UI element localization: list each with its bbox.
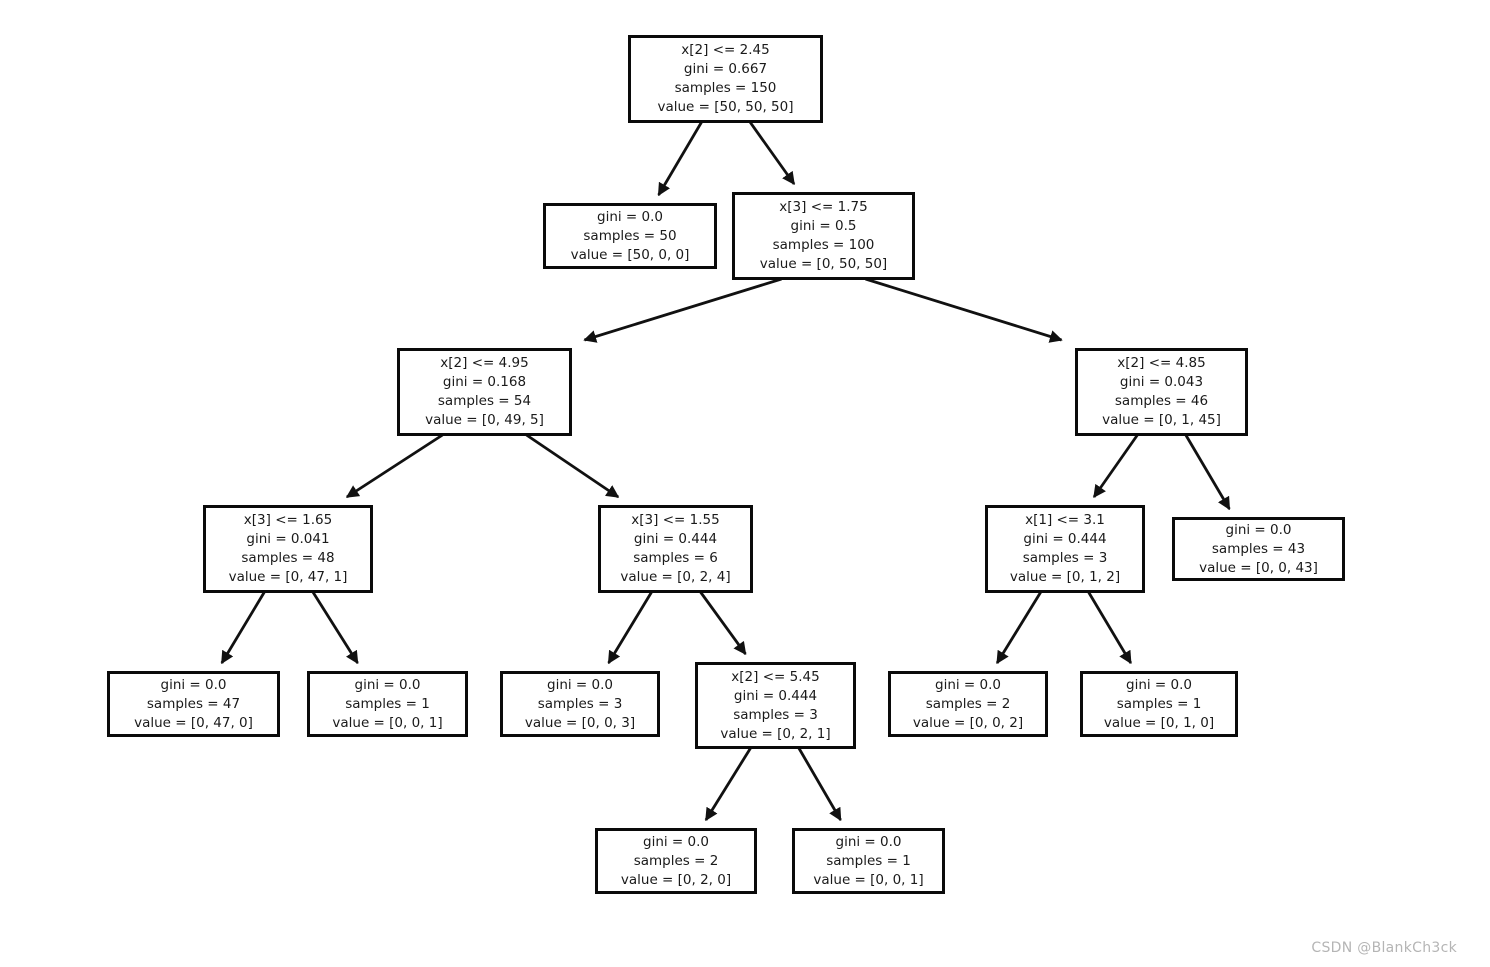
node-text-line: x[3] <= 1.55 — [631, 512, 720, 528]
node-text-line: samples = 1 — [1116, 695, 1202, 712]
tree-edge-n3-n6 — [525, 433, 620, 499]
node-text-line: x[2] <= 5.45 — [731, 668, 820, 685]
node-text-line: gini = 0.444 — [1023, 531, 1107, 547]
tree-node-n16: gini = 0.0 samples = 1 value = [0, 0, 1] — [792, 828, 945, 894]
node-text-line: gini = 0.0 — [1225, 521, 1292, 538]
tree-node-n0: x[2] <= 2.45 gini = 0.667 samples = 150 val… — [628, 35, 823, 123]
node-text-line: samples = 46 — [1114, 393, 1209, 409]
node-text-line: x[2] <= 4.85 — [1117, 355, 1206, 371]
node-text-line: gini = 0.0 — [835, 833, 902, 850]
node-text-line: gini = 0.0 — [935, 676, 1001, 693]
tree-node-n3: x[2] <= 4.95 gini = 0.168 samples = 54 valu… — [397, 348, 572, 436]
tree-edge-n2-n3 — [583, 277, 782, 343]
tree-edge-n0-n1 — [657, 121, 703, 197]
node-text-line: x[2] <= 2.45 — [681, 42, 770, 58]
node-text-line: value = [0, 0, 2] — [912, 714, 1024, 731]
tree-edge-n4-n8 — [1184, 434, 1231, 511]
node-text-line: gini = 0.041 — [246, 531, 330, 547]
tree-node-n4: x[2] <= 4.85 gini = 0.043 samples = 46 valu… — [1075, 348, 1248, 436]
node-text-line: value = [0, 1, 2] — [1009, 569, 1121, 585]
watermark-text: CSDN @BlankCh3ck — [1311, 940, 1457, 956]
tree-node-n11: gini = 0.0 samples = 3 value = [0, 0, 3] — [500, 671, 660, 737]
node-text-line: gini = 0.667 — [683, 61, 768, 77]
tree-node-n8: gini = 0.0 samples = 43 value = [0, 0, 43] — [1172, 517, 1345, 581]
node-text-line: samples = 2 — [925, 695, 1011, 712]
node-text-line: gini = 0.5 — [790, 218, 857, 234]
node-text-line: x[3] <= 1.75 — [779, 199, 868, 215]
node-text-line: gini = 0.0 — [354, 676, 421, 693]
node-text-line: gini = 0.444 — [633, 531, 718, 547]
node-text-line: samples = 54 — [437, 393, 532, 409]
tree-edge-n7-n14 — [1087, 591, 1133, 665]
node-text-line: value = [0, 49, 5] — [425, 412, 544, 428]
tree-node-n12: x[2] <= 5.45 gini = 0.444 samples = 3 value… — [695, 662, 856, 749]
node-text-line: samples = 100 — [772, 237, 875, 253]
tree-edge-n12-n16 — [797, 747, 842, 822]
tree-node-n7: x[1] <= 3.1 gini = 0.444 samples = 3 value … — [985, 505, 1145, 593]
node-text-line: value = [50, 50, 50] — [657, 99, 794, 115]
tree-node-n5: x[3] <= 1.65 gini = 0.041 samples = 48 valu… — [203, 505, 373, 593]
node-text-line: x[3] <= 1.65 — [243, 512, 333, 528]
tree-node-n1: gini = 0.0 samples = 50 value = [50, 0, 0] — [543, 203, 717, 269]
node-text-line: gini = 0.0 — [597, 208, 663, 225]
node-text-line: value = [0, 1, 0] — [1103, 714, 1215, 731]
node-text-line: value = [0, 2, 0] — [620, 871, 732, 888]
node-text-line: gini = 0.168 — [442, 374, 527, 390]
node-text-line: value = [0, 1, 45] — [1102, 412, 1221, 428]
node-text-line: gini = 0.0 — [160, 676, 227, 693]
tree-edge-n5-n10 — [311, 591, 359, 665]
tree-edge-n6-n11 — [607, 591, 653, 665]
tree-node-n15: gini = 0.0 samples = 2 value = [0, 2, 0] — [595, 828, 757, 894]
tree-edge-n4-n7 — [1092, 434, 1139, 499]
tree-edge-n5-n9 — [220, 591, 266, 665]
node-text-line: value = [0, 47, 0] — [134, 714, 253, 731]
node-text-line: value = [0, 0, 1] — [813, 871, 924, 888]
node-text-line: samples = 150 — [674, 80, 777, 96]
node-text-line: gini = 0.0 — [643, 833, 709, 850]
node-text-line: value = [0, 2, 4] — [620, 569, 731, 585]
node-text-line: value = [50, 0, 0] — [570, 246, 690, 263]
tree-node-n9: gini = 0.0 samples = 47 value = [0, 47, 0] — [107, 671, 280, 737]
node-text-line: samples = 2 — [633, 852, 719, 869]
node-text-line: gini = 0.444 — [733, 687, 818, 704]
tree-edge-n12-n15 — [704, 747, 752, 822]
node-text-line: samples = 3 — [733, 706, 818, 723]
node-text-line: x[1] <= 3.1 — [1025, 512, 1105, 528]
node-text-line: gini = 0.0 — [1126, 676, 1192, 693]
node-text-line: value = [0, 0, 43] — [1199, 559, 1318, 576]
tree-node-n13: gini = 0.0 samples = 2 value = [0, 0, 2] — [888, 671, 1048, 737]
node-text-line: samples = 1 — [345, 695, 430, 712]
node-text-line: gini = 0.0 — [547, 676, 613, 693]
tree-node-n14: gini = 0.0 samples = 1 value = [0, 1, 0] — [1080, 671, 1238, 737]
tree-edge-n7-n13 — [995, 591, 1042, 665]
node-text-line: samples = 6 — [633, 550, 718, 566]
node-text-line: value = [0, 50, 50] — [759, 256, 888, 272]
node-text-line: samples = 3 — [537, 695, 623, 712]
tree-node-n6: x[3] <= 1.55 gini = 0.444 samples = 6 value… — [598, 505, 753, 593]
node-text-line: samples = 43 — [1211, 540, 1306, 557]
tree-edge-n0-n2 — [748, 121, 796, 186]
node-text-line: samples = 50 — [583, 227, 677, 244]
node-text-line: value = [0, 0, 3] — [524, 714, 636, 731]
node-text-line: gini = 0.043 — [1119, 374, 1204, 390]
node-text-line: value = [0, 47, 1] — [228, 569, 348, 585]
tree-edge-n3-n5 — [345, 433, 444, 499]
node-text-line: value = [0, 0, 1] — [332, 714, 443, 731]
tree-edge-n6-n12 — [699, 591, 747, 656]
node-text-line: samples = 48 — [241, 550, 335, 566]
node-text-line: samples = 3 — [1022, 550, 1108, 566]
tree-node-n10: gini = 0.0 samples = 1 value = [0, 0, 1] — [307, 671, 468, 737]
tree-node-n2: x[3] <= 1.75 gini = 0.5 samples = 100 value… — [732, 192, 915, 280]
node-text-line: value = [0, 2, 1] — [720, 725, 831, 742]
node-text-line: x[2] <= 4.95 — [440, 355, 529, 371]
node-text-line: samples = 47 — [146, 695, 241, 712]
tree-edge-n2-n4 — [865, 277, 1063, 343]
node-text-line: samples = 1 — [826, 852, 911, 869]
